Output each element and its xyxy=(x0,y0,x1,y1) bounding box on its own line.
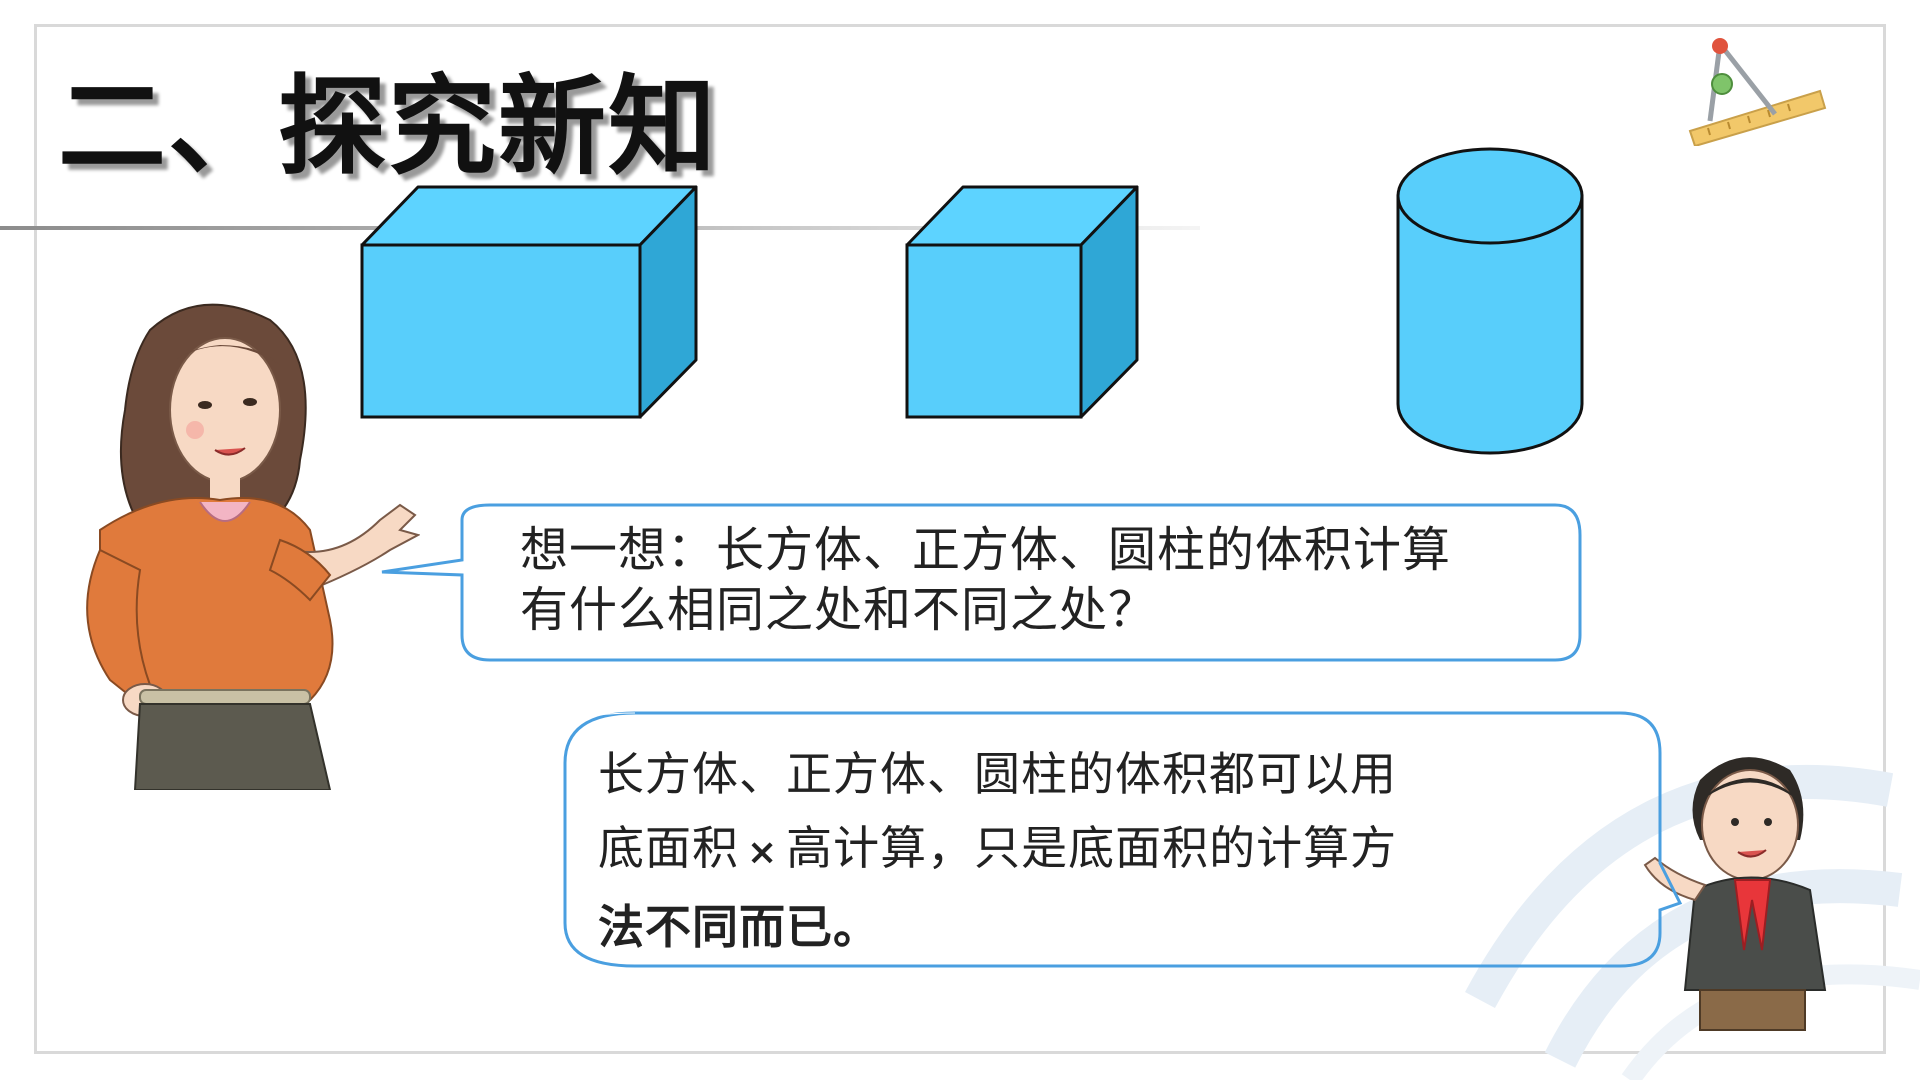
ruler-compass-icon xyxy=(1688,38,1827,146)
question-line-2: 有什么相同之处和不同之处？ xyxy=(520,582,1158,638)
slide-title: 二、探究新知 xyxy=(58,64,719,190)
answer-line-3: 法不同而已。 xyxy=(598,900,880,954)
answer-line-2-end: 高计算，只是底面积的计算方 xyxy=(786,821,1398,875)
question-speech-bubble xyxy=(381,503,1582,662)
teacher-illustration xyxy=(86,303,420,790)
cube-shape xyxy=(905,185,1139,419)
multiply-symbol: × xyxy=(747,832,779,873)
student-illustration xyxy=(1643,757,1827,1031)
answer-text: 长方体、正方体、圆柱的体积都可以用 底面积×高计算，只是底面积的计算方 法不同而… xyxy=(598,737,1397,964)
answer-line-2: 底面积×高计算，只是底面积的计算方 xyxy=(598,811,1397,890)
question-line-1: 想一想：长方体、正方体、圆柱的体积计算 xyxy=(520,522,1452,578)
cylinder-shape xyxy=(1396,147,1584,455)
question-text: 想一想：长方体、正方体、圆柱的体积计算 有什么相同之处和不同之处？ xyxy=(520,520,1451,640)
answer-speech-bubble xyxy=(540,711,1683,968)
answer-line-1: 长方体、正方体、圆柱的体积都可以用 xyxy=(598,747,1397,801)
cuboid-shape xyxy=(360,185,698,419)
answer-line-2-start: 底面积 xyxy=(598,821,739,875)
